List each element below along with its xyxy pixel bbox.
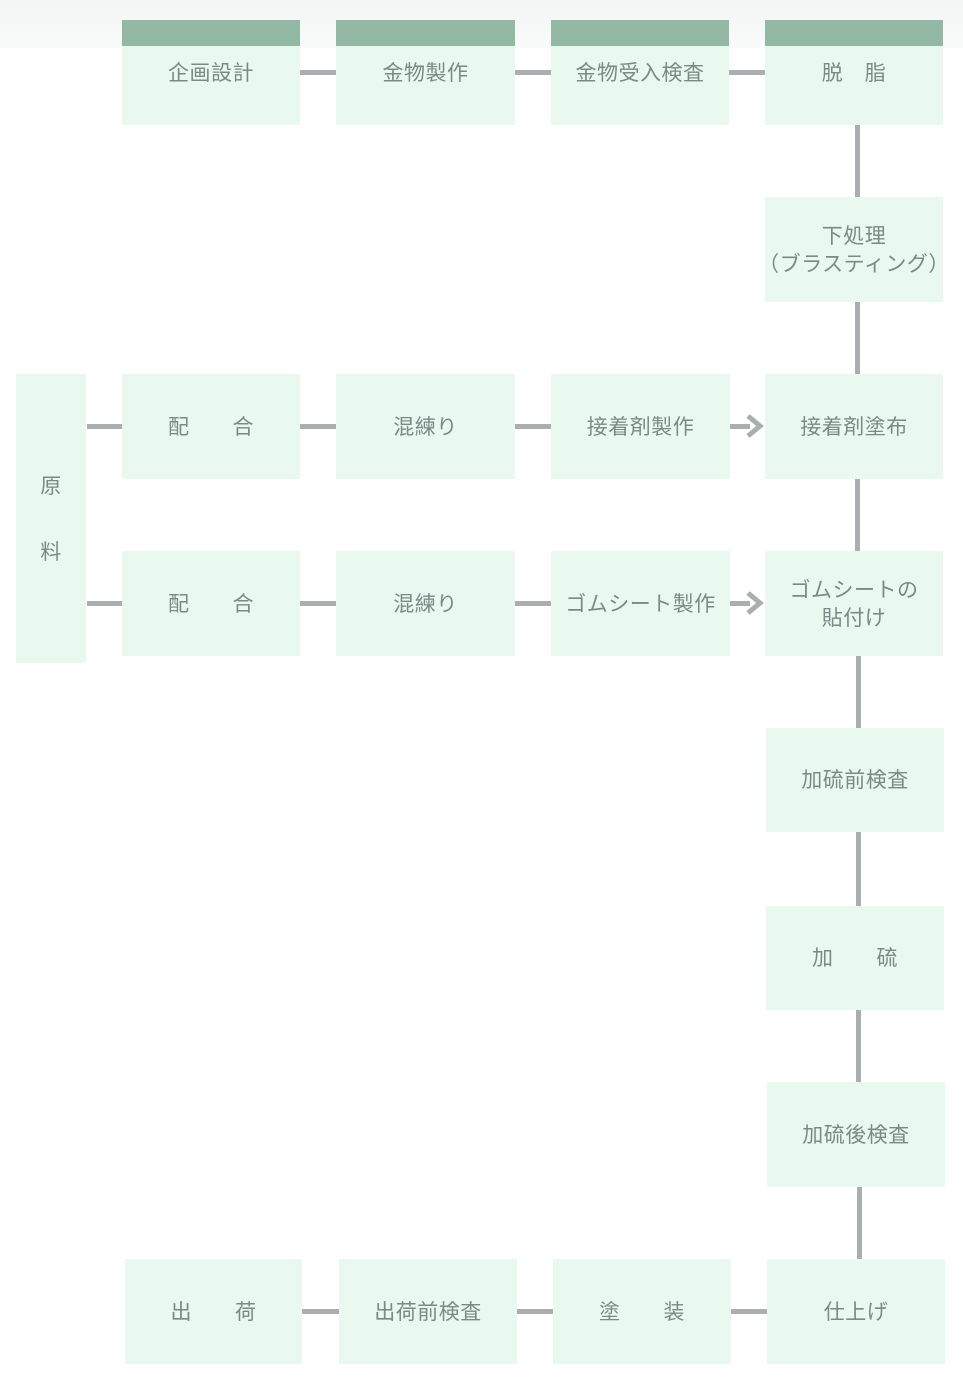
step-pre-vulcanization-inspection: 加硫前検査 (766, 728, 944, 832)
connector (855, 479, 860, 551)
step-kneading-1: 混練り (336, 374, 515, 479)
step-label: 脱 脂 (821, 60, 887, 85)
step-painting: 塗 装 (553, 1259, 731, 1364)
step-pretreatment: 下処理 （ブラスティング） (758, 197, 949, 302)
step-rubber-sheet-lamination: ゴムシートの 貼付け (765, 551, 943, 656)
step-degreasing: 脱 脂 (765, 20, 943, 125)
step-label: 配 合 (168, 414, 254, 439)
connector (515, 70, 551, 75)
connector (300, 601, 336, 606)
step-finishing: 仕上げ (767, 1259, 945, 1364)
connector (855, 302, 860, 374)
step-vulcanization: 加 硫 (766, 906, 944, 1010)
step-hardware-receiving-inspection: 金物受入検査 (551, 20, 729, 125)
connector (517, 1309, 553, 1314)
step-shipment: 出 荷 (125, 1259, 302, 1364)
connector (856, 832, 861, 906)
step-compounding-1: 配 合 (122, 374, 300, 479)
step-kneading-2: 混練り (336, 551, 515, 656)
step-adhesive-production: 接着剤製作 (551, 374, 730, 479)
step-hardware-fabrication: 金物製作 (336, 20, 515, 125)
connector (857, 1187, 862, 1259)
step-label: 原 料 (40, 473, 62, 564)
connector (515, 601, 551, 606)
step-adhesive-application: 接着剤塗布 (765, 374, 943, 479)
step-label: 出 荷 (170, 1299, 257, 1324)
step-raw-materials: 原 料 (16, 374, 86, 663)
connector (855, 125, 860, 197)
step-label: 加 硫 (812, 946, 898, 970)
step-label: 塗 装 (599, 1299, 685, 1324)
step-label: 金物受入検査 (575, 60, 705, 85)
step-planning-design: 企画設計 (122, 20, 300, 125)
step-label: 加硫後検査 (802, 1122, 910, 1147)
step-label: 出荷前検査 (374, 1299, 482, 1324)
step-label: 下処理 （ブラスティング） (758, 223, 950, 276)
step-compounding-2: 配 合 (122, 551, 300, 656)
step-label: ゴムシート製作 (565, 591, 716, 616)
connector (300, 424, 336, 429)
connector (731, 1309, 767, 1314)
step-label: ゴムシートの 貼付け (789, 577, 919, 630)
connector (302, 1309, 339, 1314)
step-label: 仕上げ (823, 1299, 889, 1324)
step-label: 企画設計 (168, 60, 254, 85)
connector (730, 601, 750, 606)
step-label: 配 合 (168, 591, 254, 616)
connector (856, 656, 861, 728)
connector (300, 70, 336, 75)
step-label: 接着剤塗布 (800, 414, 908, 439)
connector (515, 424, 551, 429)
step-pre-shipment-inspection: 出荷前検査 (339, 1259, 517, 1364)
step-label: 金物製作 (382, 60, 469, 85)
step-post-vulcanization-inspection: 加硫後検査 (767, 1082, 945, 1187)
step-label: 加硫前検査 (801, 768, 909, 792)
step-label: 接着剤製作 (586, 414, 695, 439)
connector (87, 424, 122, 429)
connector (856, 1010, 861, 1082)
connector (730, 424, 750, 429)
step-rubber-sheet-production: ゴムシート製作 (551, 551, 730, 656)
connector (87, 601, 122, 606)
step-label: 混練り (393, 591, 458, 616)
step-label: 混練り (393, 414, 458, 439)
connector (729, 70, 765, 75)
